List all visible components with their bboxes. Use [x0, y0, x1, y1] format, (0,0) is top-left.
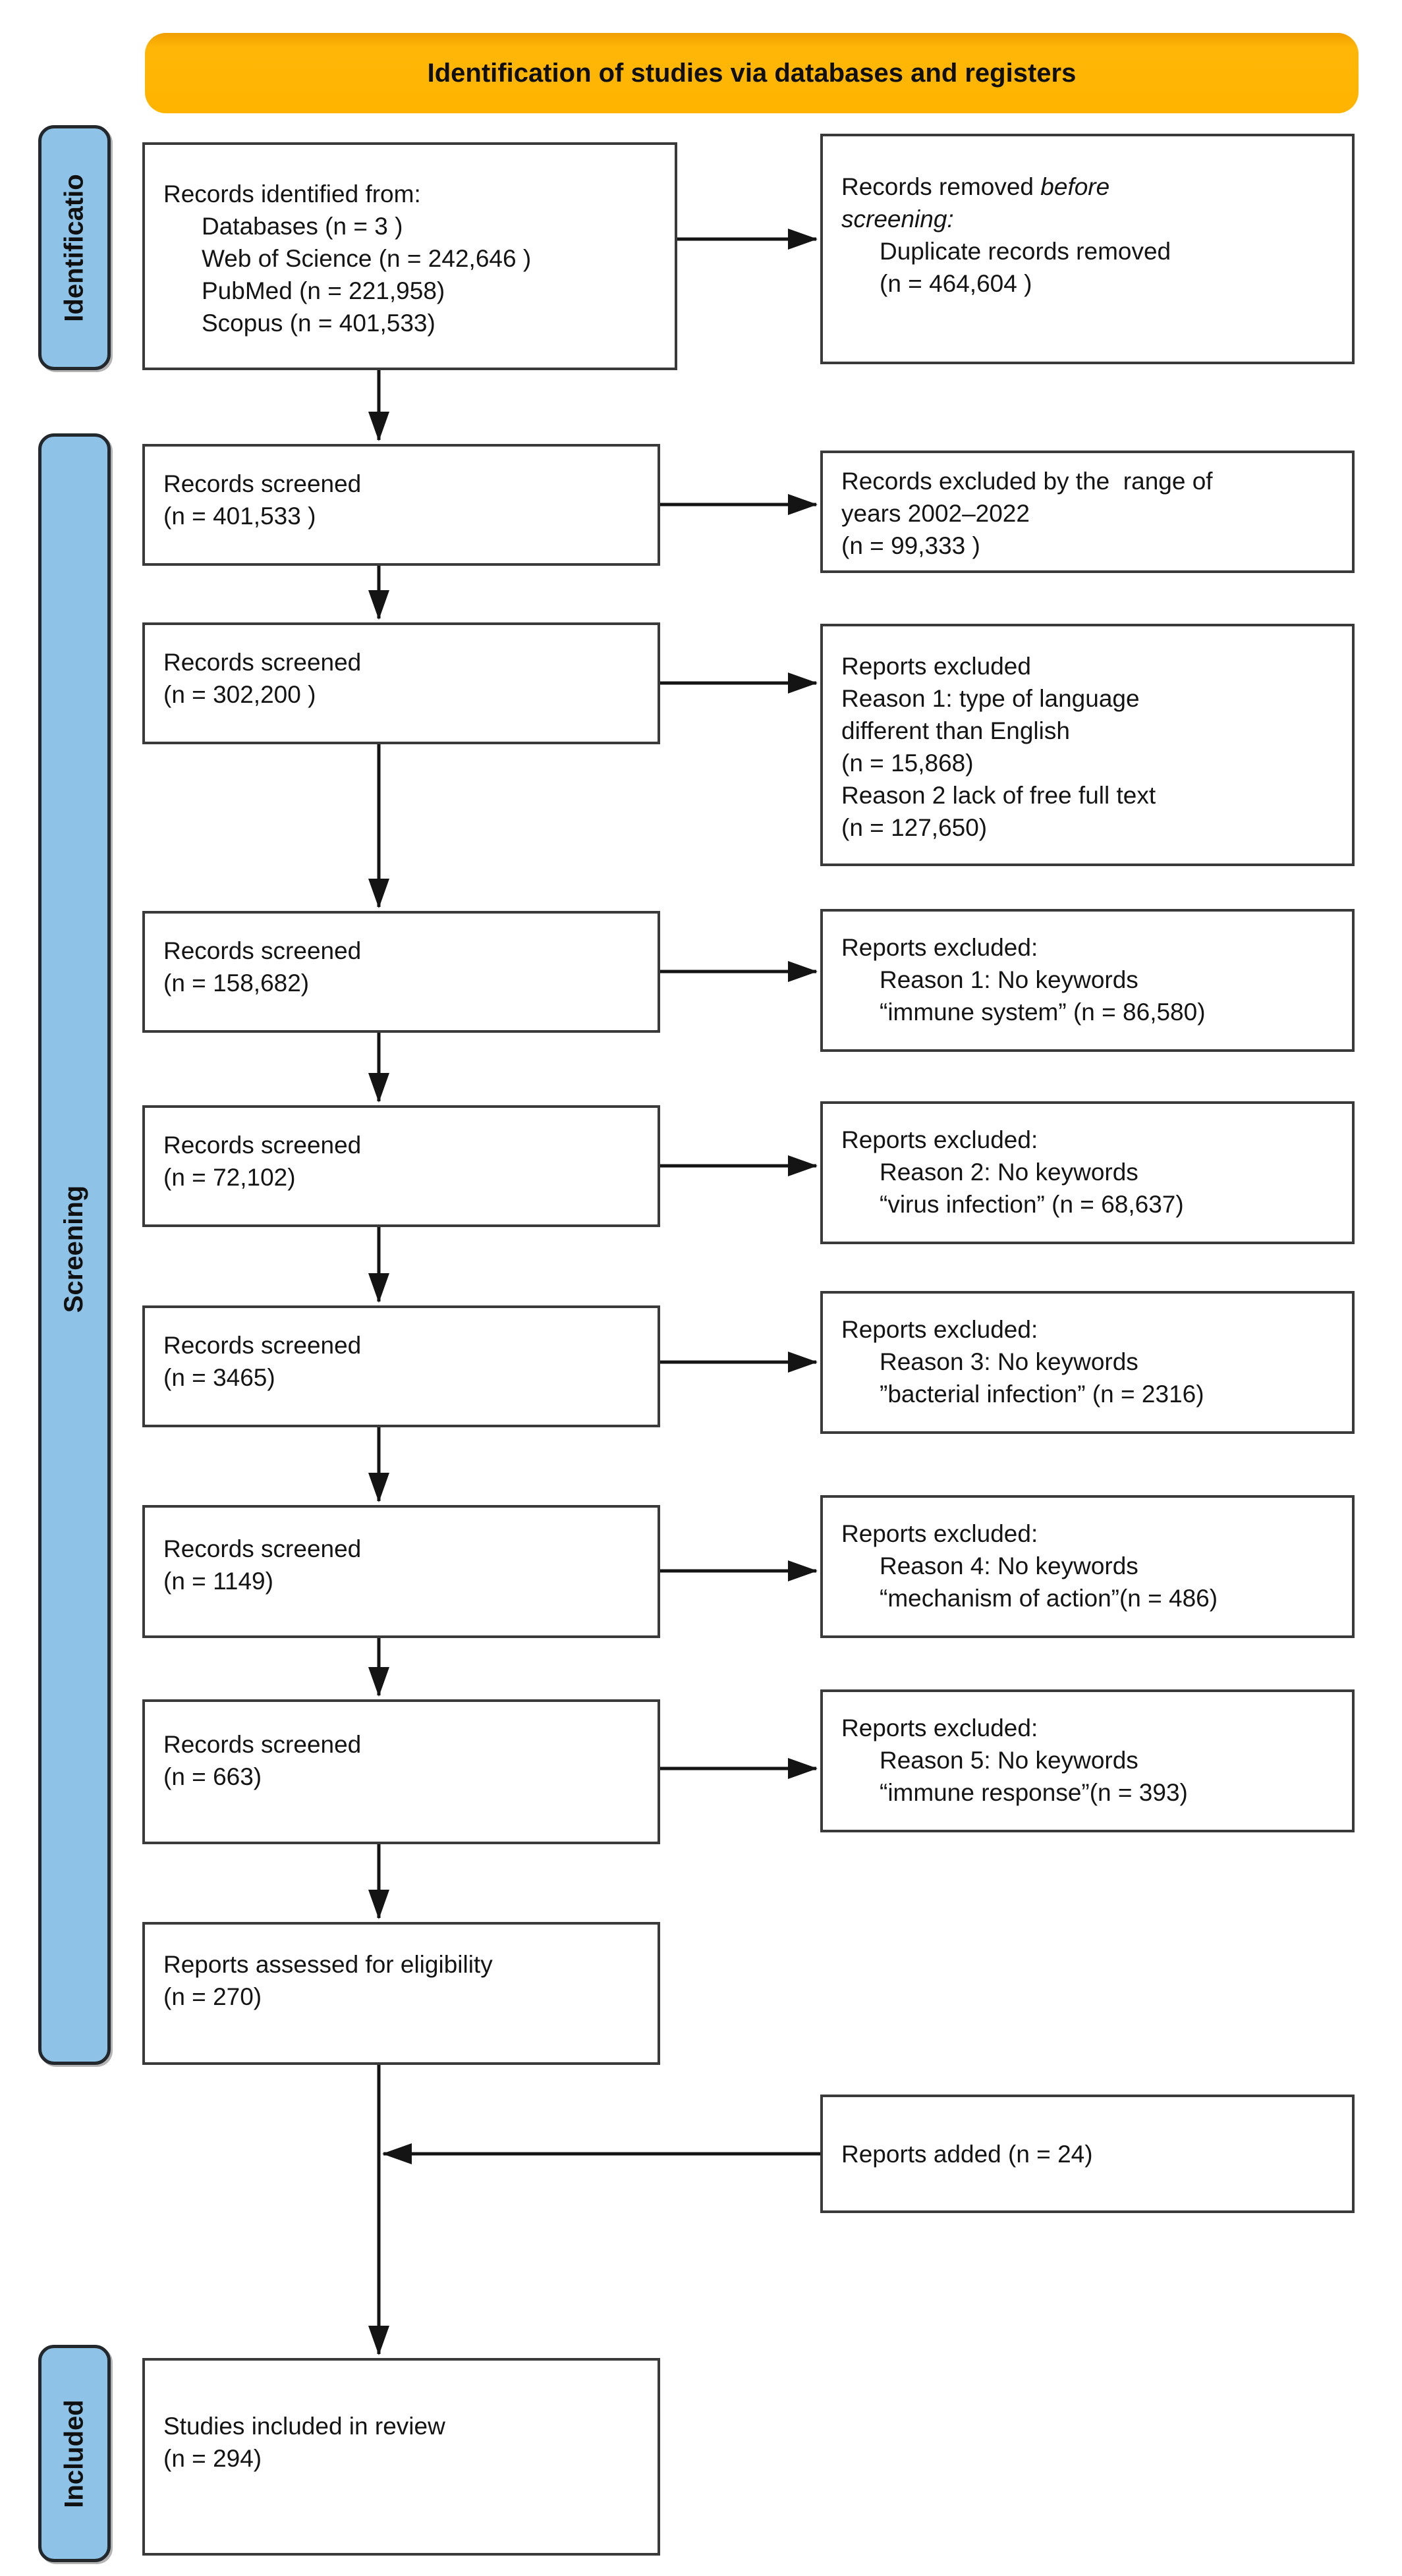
box-line: (n = 3465) — [163, 1364, 275, 1391]
box-line: Reason 1: No keywords — [880, 966, 1138, 993]
box-line: Records screened — [163, 1535, 362, 1562]
box-line: different than English — [841, 717, 1070, 744]
box-line: Web of Science (n = 242,646 ) — [202, 245, 532, 272]
header-banner: Identification of studies via databases … — [145, 33, 1359, 113]
box-line: “immune system” (n = 86,580) — [880, 999, 1206, 1026]
box-text: Records removed — [841, 173, 1041, 200]
box-excluded-reason-5: Reports excluded: Reason 5: No keywords … — [820, 1689, 1355, 1832]
box-line: Records screened — [163, 649, 362, 676]
box-studies-included: Studies included in review (n = 294) — [142, 2358, 660, 2556]
box-line: Reports excluded: — [841, 1520, 1038, 1547]
box-line: screening: — [841, 203, 1343, 235]
box-line: Records removed before — [841, 171, 1343, 203]
box-line: Reason 3: No keywords — [880, 1348, 1138, 1375]
box-line: Reason 2: No keywords — [880, 1159, 1138, 1186]
box-line: Records screened — [163, 937, 362, 964]
box-text-italic: screening: — [841, 206, 954, 233]
box-records-screened-4: Records screened (n = 72,102) — [142, 1105, 660, 1227]
box-records-screened-3: Records screened (n = 158,682) — [142, 911, 660, 1033]
box-line: (n = 99,333 ) — [841, 532, 980, 559]
box-excluded-reason-1: Reports excluded: Reason 1: No keywords … — [820, 909, 1355, 1052]
box-line: ”bacterial infection” (n = 2316) — [880, 1381, 1204, 1408]
box-line: Reason 1: type of language — [841, 685, 1140, 712]
box-line: Duplicate records removed — [880, 238, 1171, 265]
box-line: Records identified from: — [163, 180, 421, 207]
sidebar-included: Included — [38, 2345, 111, 2562]
box-excluded-language-fulltext: Reports excluded Reason 1: type of langu… — [820, 624, 1355, 866]
box-line: Studies included in review — [163, 2413, 445, 2440]
box-line: (n = 15,868) — [841, 750, 974, 777]
box-text-italic: before — [1040, 173, 1110, 200]
box-line: Reports excluded: — [841, 934, 1038, 961]
box-reports-added: Reports added (n = 24) — [820, 2095, 1355, 2213]
box-line: “immune response”(n = 393) — [880, 1779, 1188, 1806]
sidebar-identification: Identificatio — [38, 125, 111, 370]
box-line: PubMed (n = 221,958) — [202, 277, 445, 304]
box-line: Records screened — [163, 1132, 362, 1159]
box-records-screened-1: Records screened (n = 401,533 ) — [142, 444, 660, 566]
box-line: (n = 72,102) — [163, 1164, 296, 1191]
banner-title: Identification of studies via databases … — [427, 58, 1077, 88]
box-line: (n = 302,200 ) — [163, 681, 316, 708]
box-line: Records screened — [163, 1731, 362, 1758]
box-line: (n = 464,604 ) — [880, 270, 1032, 297]
box-line: Reason 2 lack of free full text — [841, 782, 1156, 809]
box-line: “mechanism of action”(n = 486) — [880, 1585, 1218, 1612]
box-line: Records screened — [163, 470, 362, 497]
box-line: Reports excluded: — [841, 1714, 1038, 1741]
box-line: Reports excluded: — [841, 1316, 1038, 1343]
box-excluded-years: Records excluded by the range of years 2… — [820, 451, 1355, 573]
box-records-screened-5: Records screened (n = 3465) — [142, 1305, 660, 1427]
box-line: Scopus (n = 401,533) — [202, 310, 435, 337]
box-line: (n = 401,533 ) — [163, 503, 316, 530]
box-line: Records screened — [163, 1332, 362, 1359]
box-line: (n = 1149) — [163, 1568, 273, 1595]
box-line: Reason 5: No keywords — [880, 1747, 1138, 1774]
box-records-screened-6: Records screened (n = 1149) — [142, 1505, 660, 1638]
box-line: (n = 294) — [163, 2445, 262, 2472]
box-line: years 2002–2022 — [841, 500, 1030, 527]
box-line: Reports excluded: — [841, 1126, 1038, 1153]
sidebar-screening: Screening — [38, 433, 111, 2065]
box-records-screened-2: Records screened (n = 302,200 ) — [142, 622, 660, 744]
box-excluded-reason-4: Reports excluded: Reason 4: No keywords … — [820, 1495, 1355, 1638]
box-line: “virus infection” (n = 68,637) — [880, 1191, 1184, 1218]
box-line: (n = 270) — [163, 1983, 262, 2010]
box-line: (n = 127,650) — [841, 814, 988, 841]
box-line: Reason 4: No keywords — [880, 1552, 1138, 1579]
box-records-screened-7: Records screened (n = 663) — [142, 1699, 660, 1844]
box-line: Reports assessed for eligibility — [163, 1951, 493, 1978]
box-line: Reports added (n = 24) — [841, 2141, 1093, 2168]
box-records-removed: Records removed before screening: Duplic… — [820, 134, 1355, 364]
box-line: Reports excluded — [841, 653, 1031, 680]
box-line: Databases (n = 3 ) — [202, 213, 403, 240]
box-line: Records excluded by the range of — [841, 468, 1213, 495]
box-line: (n = 158,682) — [163, 970, 310, 997]
box-reports-assessed: Reports assessed for eligibility (n = 27… — [142, 1922, 660, 2065]
box-records-identified: Records identified from: Databases (n = … — [142, 142, 677, 370]
box-line: (n = 663) — [163, 1763, 262, 1790]
box-excluded-reason-2: Reports excluded: Reason 2: No keywords … — [820, 1101, 1355, 1244]
box-excluded-reason-3: Reports excluded: Reason 3: No keywords … — [820, 1291, 1355, 1434]
